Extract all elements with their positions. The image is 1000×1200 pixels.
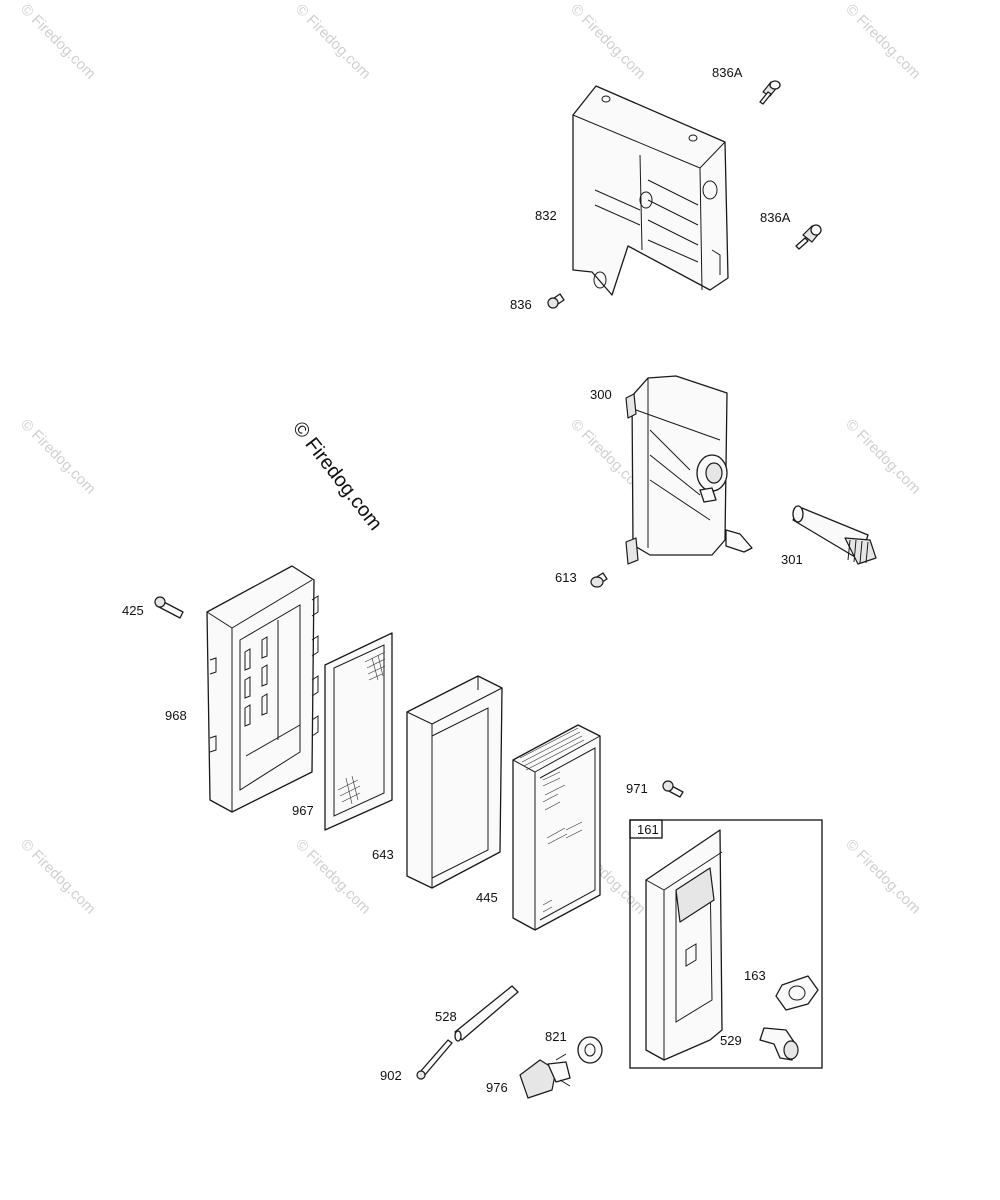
watermark: © Firedog.com <box>17 1 99 83</box>
part-832-muffler-guard[interactable] <box>572 85 729 296</box>
label-836A-mid: 836A <box>760 210 791 225</box>
label-163: 163 <box>744 968 766 983</box>
part-976-primer-bulb[interactable] <box>519 1053 571 1099</box>
part-643-filter-frame[interactable] <box>406 675 503 889</box>
part-425-screw[interactable] <box>154 596 184 619</box>
label-425: 425 <box>122 603 144 618</box>
label-832: 832 <box>535 208 557 223</box>
part-836A-screw-top[interactable] <box>759 80 781 105</box>
watermark-center: © Firedog.com <box>288 418 386 535</box>
part-821-washer[interactable] <box>577 1036 603 1064</box>
label-902: 902 <box>380 1068 402 1083</box>
label-968: 968 <box>165 708 187 723</box>
label-643: 643 <box>372 847 394 862</box>
kit-161-box <box>629 819 823 1069</box>
part-613-screw[interactable] <box>590 572 608 588</box>
label-967: 967 <box>292 803 314 818</box>
part-836-screw[interactable] <box>547 293 565 309</box>
label-300: 300 <box>590 387 612 402</box>
part-529-elbow[interactable] <box>759 1027 799 1061</box>
part-163-gasket[interactable] <box>775 975 819 1011</box>
part-836A-screw-mid[interactable] <box>795 224 822 250</box>
label-971: 971 <box>626 781 648 796</box>
label-445: 445 <box>476 890 498 905</box>
part-968-air-cleaner-base[interactable] <box>206 565 319 813</box>
part-161-bracket[interactable] <box>645 829 723 1061</box>
label-529: 529 <box>720 1033 742 1048</box>
part-labels: 836A 832 836A 836 300 613 301 425 968 96… <box>122 65 803 1095</box>
part-967-pre-cleaner[interactable] <box>324 632 393 831</box>
label-821: 821 <box>545 1029 567 1044</box>
watermark: © Firedog.com <box>842 1 924 83</box>
part-300-muffler[interactable] <box>625 375 753 565</box>
label-836A-top: 836A <box>712 65 743 80</box>
part-971-screw[interactable] <box>662 780 684 798</box>
watermark: © Firedog.com <box>842 836 924 918</box>
part-301-pipe[interactable] <box>792 505 877 565</box>
label-613: 613 <box>555 570 577 585</box>
watermark: © Firedog.com <box>292 836 374 918</box>
watermark: © Firedog.com <box>17 416 99 498</box>
label-836: 836 <box>510 297 532 312</box>
watermark: © Firedog.com <box>292 1 374 83</box>
part-445-air-filter[interactable] <box>512 724 601 931</box>
label-301: 301 <box>781 552 803 567</box>
label-976: 976 <box>486 1080 508 1095</box>
label-528: 528 <box>435 1009 457 1024</box>
part-528-hose[interactable] <box>454 985 519 1042</box>
watermark: © Firedog.com <box>567 1 649 83</box>
watermark: © Firedog.com <box>842 416 924 498</box>
watermark: © Firedog.com <box>17 836 99 918</box>
label-161: 161 <box>637 822 659 837</box>
part-902-pin[interactable] <box>416 1039 453 1080</box>
